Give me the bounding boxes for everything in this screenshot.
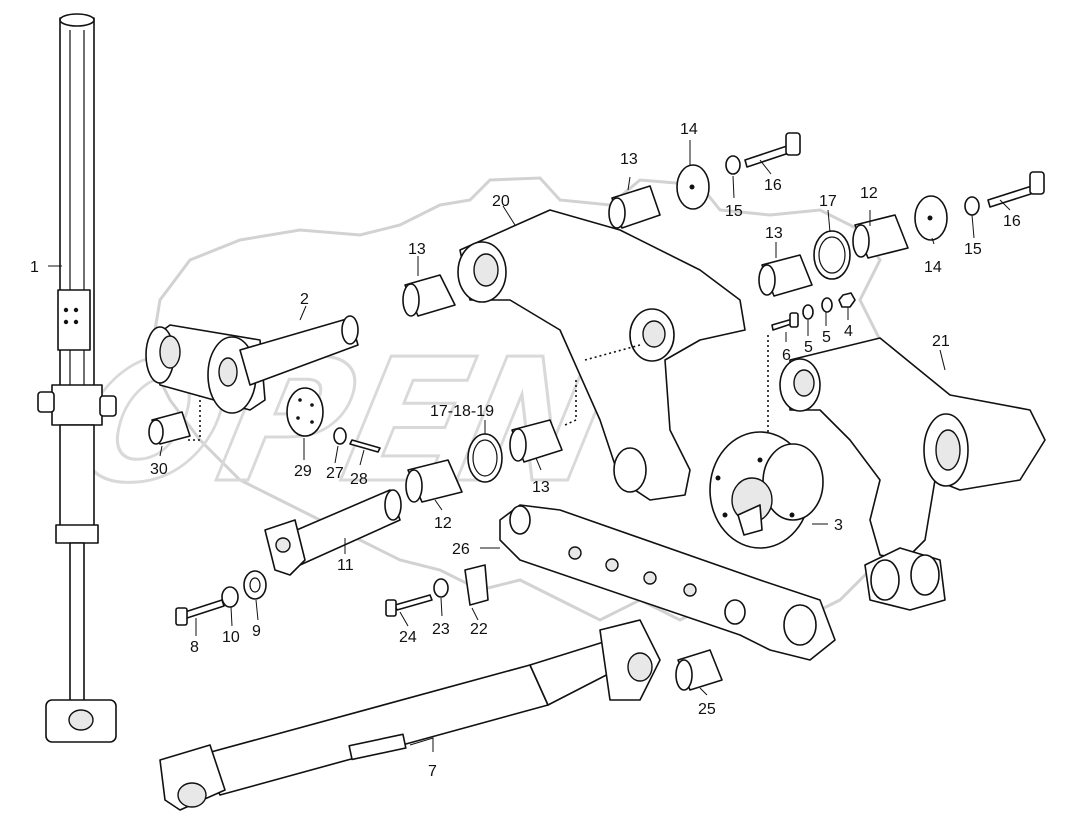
part-3-hub[interactable] <box>709 431 824 549</box>
part-4-nut[interactable] <box>838 292 856 308</box>
callout-28: 28 <box>350 471 368 488</box>
part-15-washer-top[interactable] <box>725 155 741 175</box>
part-20-lever-arm[interactable] <box>457 209 746 501</box>
part-10-washer[interactable] <box>221 586 239 608</box>
part-30-bushing[interactable] <box>148 365 201 445</box>
callout-11: 11 <box>337 557 354 574</box>
part-12-bushing-lower[interactable] <box>405 459 463 503</box>
part-17-18-19-seal[interactable] <box>467 433 503 483</box>
part-24-bolt[interactable] <box>385 594 433 617</box>
part-22-plate[interactable] <box>464 564 489 606</box>
callout-26: 26 <box>452 541 470 558</box>
part-16-bolt-right[interactable] <box>987 171 1045 208</box>
part-23-washer[interactable] <box>433 578 449 598</box>
callout-15-top: 15 <box>725 203 743 220</box>
part-14-washer-top[interactable] <box>676 164 710 210</box>
callout-13-right: 13 <box>765 225 783 242</box>
callout-14-top: 14 <box>680 121 698 138</box>
part-13-bushing-right[interactable] <box>758 254 813 297</box>
callout-7: 7 <box>428 763 437 780</box>
callout-5-b: 5 <box>822 329 831 346</box>
part-8-bolt[interactable] <box>175 599 225 626</box>
part-28-bolt[interactable] <box>349 439 381 453</box>
callout-5-a: 5 <box>804 339 813 356</box>
callout-16-top: 16 <box>764 177 782 194</box>
callout-17: 17 <box>819 193 837 210</box>
part-9-washer[interactable] <box>243 570 267 600</box>
callout-20: 20 <box>492 193 510 210</box>
callout-14-right: 14 <box>924 259 942 276</box>
callout-23: 23 <box>432 621 450 638</box>
part-5-washer-b[interactable] <box>802 304 814 320</box>
callout-8: 8 <box>190 639 199 656</box>
callout-6: 6 <box>782 347 791 364</box>
callout-21: 21 <box>932 333 950 350</box>
callout-25: 25 <box>698 701 716 718</box>
callout-12-upper: 12 <box>860 185 878 202</box>
callout-27: 27 <box>326 465 344 482</box>
part-2-pivot-pin[interactable] <box>145 315 359 414</box>
part-1-column[interactable] <box>37 13 117 743</box>
callout-9: 9 <box>252 623 261 640</box>
part-14-washer-right[interactable] <box>914 195 948 241</box>
part-16-bolt-top[interactable] <box>744 132 801 168</box>
part-11-pin[interactable] <box>264 489 402 576</box>
part-7-cylinder[interactable] <box>159 619 661 811</box>
callout-4: 4 <box>844 323 853 340</box>
part-6-screw[interactable] <box>771 312 799 331</box>
leader-lines <box>48 140 1011 752</box>
part-17-seal[interactable] <box>813 230 851 280</box>
part-13-bushing-top[interactable] <box>608 185 661 229</box>
callout-15-right: 15 <box>964 241 982 258</box>
callout-labels: 1 2 3 4 5 5 6 7 8 9 10 11 12 12 13 13 13… <box>30 121 1021 780</box>
part-27-washer[interactable] <box>333 427 347 445</box>
callout-22: 22 <box>470 621 488 638</box>
callout-10: 10 <box>222 629 240 646</box>
callout-30: 30 <box>150 461 168 478</box>
callout-17-18-19: 17-18-19 <box>430 403 494 420</box>
part-25-bushing[interactable] <box>675 649 723 691</box>
part-21-lever-arm[interactable] <box>779 337 1046 611</box>
part-26-link-bar[interactable] <box>499 504 836 661</box>
callout-13-top: 13 <box>620 151 638 168</box>
callout-24: 24 <box>399 629 417 646</box>
callout-3: 3 <box>834 517 843 534</box>
part-13-bushing-lower[interactable] <box>509 419 563 463</box>
callout-2: 2 <box>300 291 309 308</box>
part-5-washer-a[interactable] <box>821 297 833 313</box>
part-12-bushing-right[interactable] <box>852 214 909 259</box>
callout-29: 29 <box>294 463 312 480</box>
part-29-cover-plate[interactable] <box>286 387 324 437</box>
callout-12-lower: 12 <box>434 515 452 532</box>
part-15-washer-right[interactable] <box>964 196 980 216</box>
callout-13-lower: 13 <box>532 479 550 496</box>
callout-1: 1 <box>30 259 39 276</box>
part-13-bushing-left[interactable] <box>402 274 456 317</box>
callout-13-left: 13 <box>408 241 426 258</box>
callout-16-right: 16 <box>1003 213 1021 230</box>
